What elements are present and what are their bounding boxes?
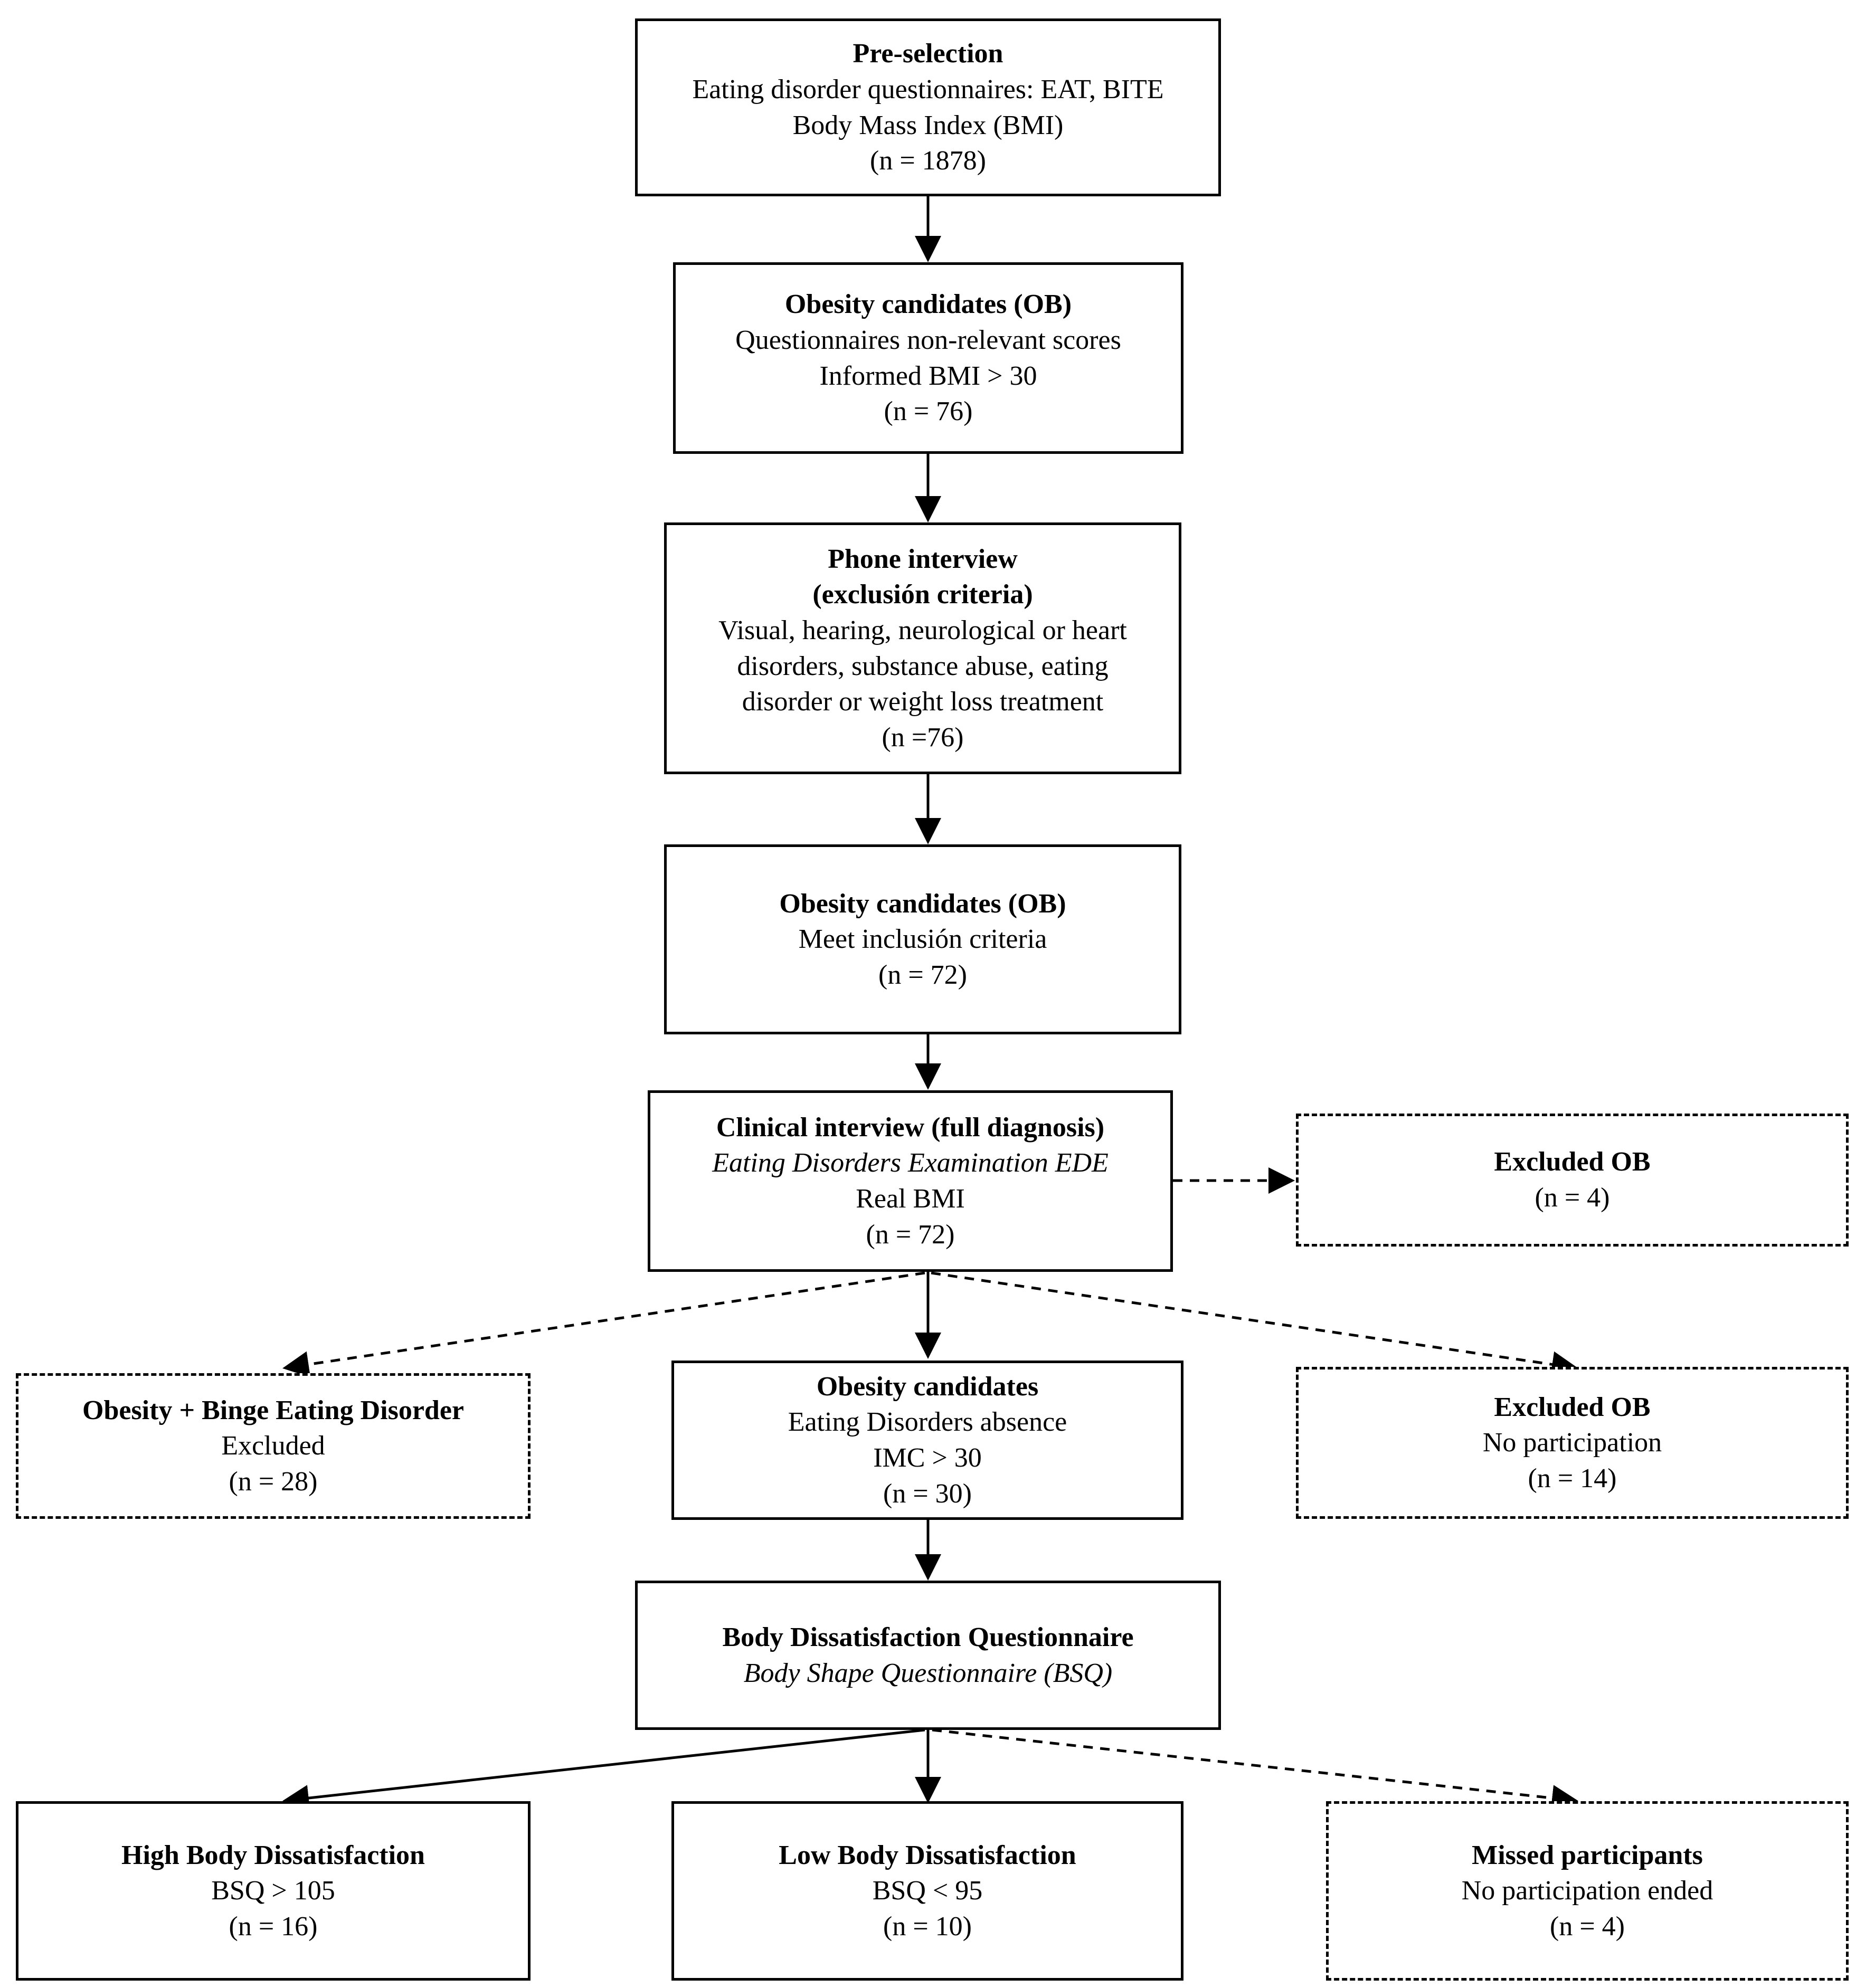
node-line: Eating Disorders absence — [788, 1407, 1067, 1438]
node-obesity-candidates-ob-1[interactable]: Obesity candidates (OB) Questionnaires n… — [673, 262, 1183, 454]
node-line: Pre-selection — [853, 39, 1003, 69]
node-line: Clinical interview (full diagnosis) — [716, 1112, 1105, 1143]
node-line: (n = 72) — [878, 959, 967, 990]
node-line: (n = 1878) — [870, 146, 986, 176]
node-high-body-dissatisfaction[interactable]: High Body Dissatisfaction BSQ > 105 (n =… — [16, 1801, 531, 1981]
node-line: disorder or weight loss treatment — [742, 687, 1104, 717]
node-line: Visual, hearing, neurological or heart — [718, 615, 1127, 645]
node-line: Real BMI — [856, 1184, 965, 1214]
node-line: Missed participants — [1472, 1840, 1703, 1870]
node-line: IMC > 30 — [873, 1443, 982, 1473]
node-line: Body Mass Index (BMI) — [792, 110, 1064, 140]
node-line: Obesity candidates (OB) — [784, 289, 1072, 320]
node-line: BSQ > 105 — [211, 1876, 335, 1906]
node-line: Excluded OB — [1494, 1392, 1651, 1422]
node-line: Eating disorder questionnaires: EAT, BIT… — [692, 74, 1164, 104]
node-line: (n = 10) — [883, 1911, 972, 1942]
node-line: (n =76) — [882, 722, 964, 753]
node-line: Obesity + Binge Eating Disorder — [82, 1395, 464, 1425]
node-line: Meet inclusión criteria — [798, 924, 1047, 955]
node-line: Questionnaires non-relevant scores — [735, 325, 1121, 355]
node-line: (n = 14) — [1528, 1463, 1617, 1494]
node-phone-interview[interactable]: Phone interview (exclusión criteria) Vis… — [664, 522, 1181, 774]
node-line: Eating Disorders Examination EDE — [712, 1148, 1109, 1178]
connector-bsq-to-high-dissatisfaction — [282, 1728, 925, 1811]
node-line: Informed BMI > 30 — [819, 360, 1037, 391]
node-excluded-ob-2[interactable]: Excluded OB No participation (n = 14) — [1296, 1367, 1849, 1519]
node-line: BSQ < 95 — [872, 1876, 983, 1906]
node-body-dissatisfaction-questionnaire[interactable]: Body Dissatisfaction Questionnaire Body … — [635, 1581, 1221, 1730]
node-line: (n = 28) — [229, 1466, 318, 1497]
node-obesity-candidates-ob-2[interactable]: Obesity candidates (OB) Meet inclusión c… — [664, 844, 1181, 1034]
node-line: (exclusión criteria) — [812, 579, 1033, 610]
node-excluded-ob-1[interactable]: Excluded OB (n = 4) — [1296, 1114, 1849, 1247]
node-line: Obesity candidates (OB) — [779, 888, 1066, 919]
node-line: Obesity candidates — [816, 1371, 1039, 1402]
node-line: (n = 4) — [1550, 1911, 1625, 1942]
node-line: (n = 72) — [866, 1219, 955, 1250]
node-line: (n = 4) — [1535, 1183, 1610, 1213]
node-pre-selection[interactable]: Pre-selection Eating disorder questionna… — [635, 18, 1221, 196]
node-line: No participation — [1482, 1428, 1662, 1458]
node-line: disorders, substance abuse, eating — [737, 651, 1109, 681]
connector-bsq-to-missed-participants — [932, 1728, 1578, 1811]
node-obesity-binge-eating-disorder[interactable]: Obesity + Binge Eating Disorder Excluded… — [16, 1373, 531, 1519]
node-line: (n = 30) — [883, 1478, 972, 1509]
node-line: (n = 76) — [884, 396, 973, 427]
node-line: High Body Dissatisfaction — [121, 1840, 425, 1870]
node-clinical-interview[interactable]: Clinical interview (full diagnosis) Eati… — [648, 1090, 1173, 1272]
node-missed-participants[interactable]: Missed participants No participation end… — [1326, 1801, 1849, 1981]
node-line: Body Shape Questionnaire (BSQ) — [743, 1658, 1113, 1688]
connector-clinical-interview-to-excluded-ob2 — [931, 1271, 1578, 1378]
node-low-body-dissatisfaction[interactable]: Low Body Dissatisfaction BSQ < 95 (n = 1… — [671, 1801, 1183, 1981]
node-obesity-candidates-3[interactable]: Obesity candidates Eating Disorders abse… — [671, 1361, 1183, 1520]
node-line: (n = 16) — [229, 1911, 318, 1942]
node-line: Phone interview — [828, 544, 1018, 574]
node-line: No participation ended — [1461, 1876, 1713, 1906]
node-line: Body Dissatisfaction Questionnaire — [722, 1622, 1134, 1652]
node-line: Excluded OB — [1494, 1147, 1651, 1177]
node-line: Low Body Dissatisfaction — [779, 1840, 1076, 1870]
connector-clinical-interview-to-obesity-binge — [282, 1271, 925, 1378]
node-line: Excluded — [221, 1431, 325, 1461]
